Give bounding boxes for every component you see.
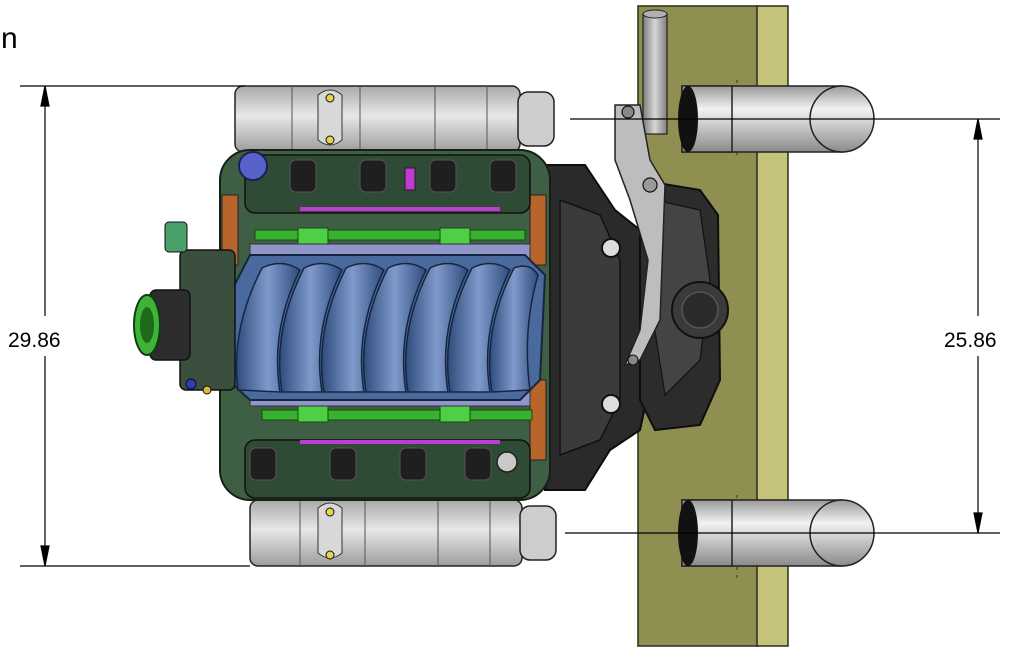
bell-housing [544,164,656,491]
lower-fuel-rail [261,409,533,421]
intake-manifold [226,254,547,401]
upper-fuel-rail [254,229,526,241]
left-dimension [20,85,250,567]
linkage-arm [614,104,666,367]
right-dimension-value: 25.86 [944,329,997,352]
actuator-rod [642,9,668,135]
coolant-cap [238,151,268,181]
right-dimension [565,118,1000,534]
lower-exhaust-tube [249,499,557,567]
left-dimension-value: 29.86 [8,329,61,352]
corner-label: n [1,22,18,55]
upper-exhaust-tube [234,85,555,153]
throttle-body [133,221,236,395]
